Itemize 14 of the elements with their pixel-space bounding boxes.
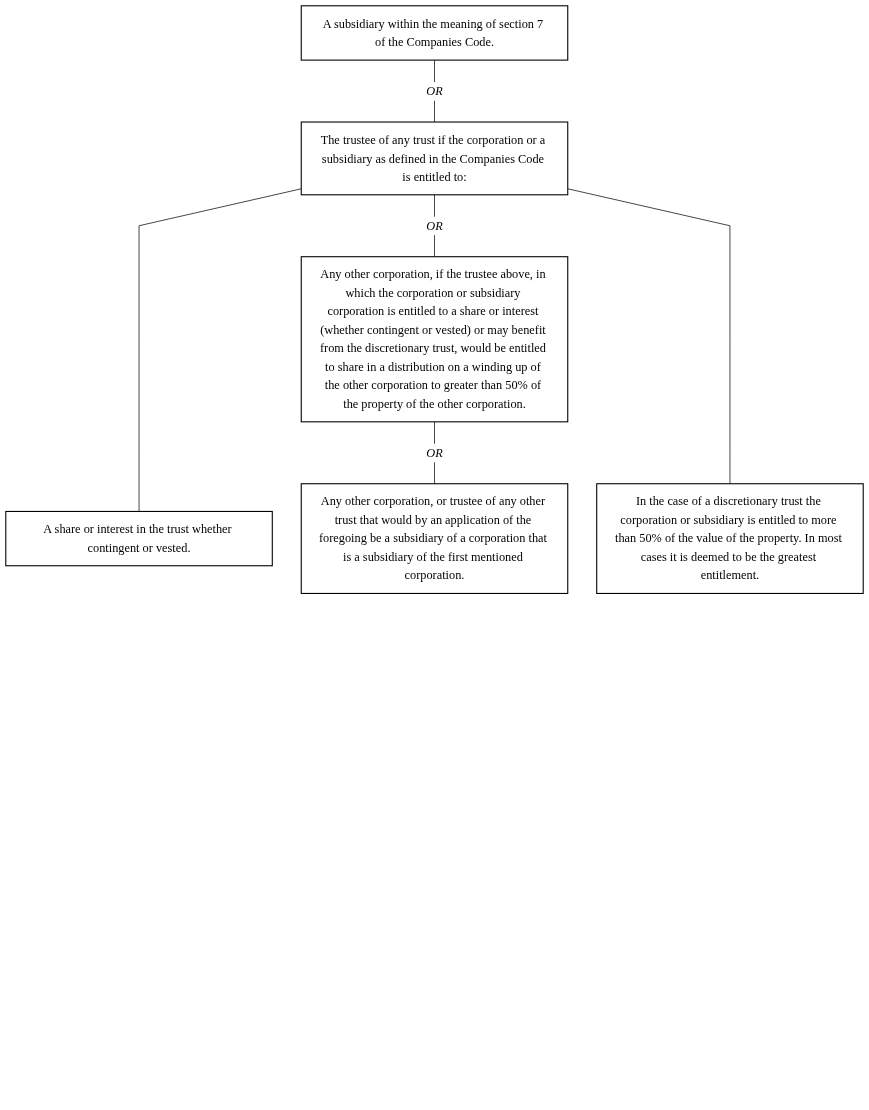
node-box: A subsidiary within the meaning of section 7 of the Companies Code. [300,5,569,61]
connector [434,421,435,485]
connector [138,188,302,512]
connector [567,188,731,485]
node-box: A share or interest in the trust whether contingent or vested. [5,510,273,567]
edge-label: OR [426,218,443,233]
node-box: The trustee of any trust if the corporation or a subsidiary as defined in the Companies Code is entitled to: [300,121,569,196]
edge-label: OR [426,445,443,460]
connector [434,59,435,123]
node-box: Any other corporation, if the trustee above, in which the corporation or subsidiary corporation is entitled to a share or interest (whether contingent or vested) or may benefit from the discretionary trust, would be entitled to share in a distribution on a winding up of the other corporation to greater than 50% of the property of the other corporation. [300,256,569,423]
connector [434,194,435,258]
node-box: Any other corporation, or trustee of any other trust that would by an application of the foregoing be a subsidiary of a corporation that is a subsidiary of the first mentioned corporation. [300,483,569,594]
edge-label: OR [426,84,443,98]
node-box: In the case of a discretionary trust the corporation or subsidiary is entitled to more than 50% of the value of the property. In most cases it is deemed to be the greatest entitlement. [596,483,864,594]
